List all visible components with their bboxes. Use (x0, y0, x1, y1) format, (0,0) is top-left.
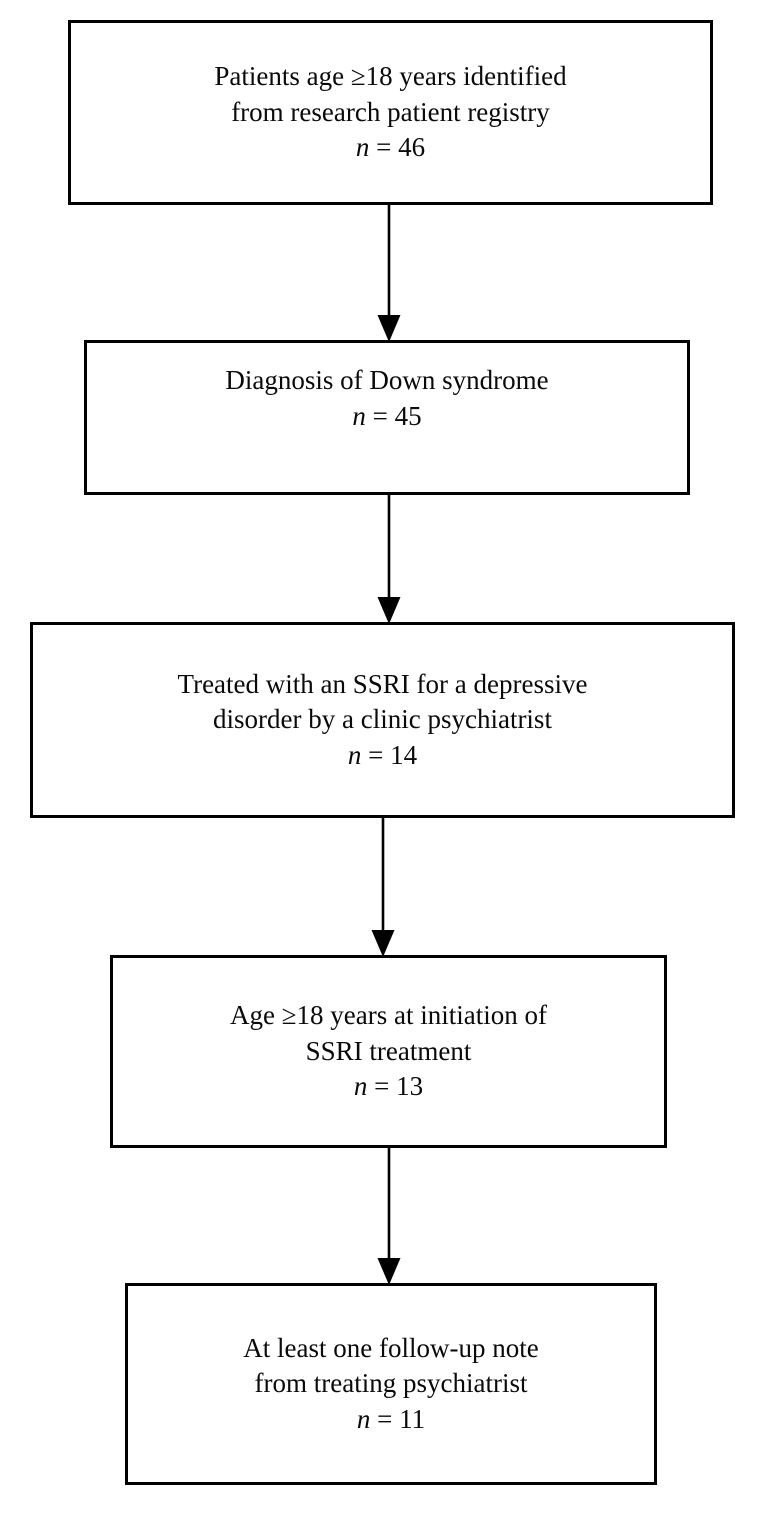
node-3-n-equals: = (361, 739, 391, 770)
node-2-n-symbol: n (352, 400, 366, 431)
node-4-count: n = 13 (354, 1069, 423, 1105)
node-4-n-symbol: n (353, 1071, 368, 1102)
node-5-n-symbol: n (356, 1403, 371, 1434)
node-4-line-2: SSRI treatment (305, 1035, 472, 1066)
node-2-line-1: Diagnosis of Down syndrome (225, 365, 549, 395)
node-3-count: n = 14 (348, 738, 417, 774)
node-2-n-equals: = (365, 400, 395, 431)
node-4-n-equals: = (367, 1071, 397, 1102)
node-5-count: n = 11 (357, 1402, 425, 1438)
node-1-count: n = 46 (356, 130, 425, 166)
node-5-n-equals: = (370, 1403, 400, 1434)
flow-node-treated-with-ssri: Treated with an SSRI for a depressive di… (30, 622, 735, 818)
arrow-node3-to-node4 (370, 818, 396, 957)
node-1-n-value: 46 (398, 132, 426, 163)
flow-node-follow-up-note: At least one follow-up note from treatin… (125, 1283, 657, 1485)
node-2-n-value: 45 (394, 400, 422, 431)
node-4-line-1: Age ≥18 years at initiation of (230, 1000, 547, 1031)
node-3-line-2: disorder by a clinic psychiatrist (213, 704, 552, 735)
node-3-n-value: 14 (390, 739, 418, 770)
node-4-n-value: 13 (396, 1071, 424, 1102)
node-1-line-1: Patients age ≥18 years identified (214, 61, 567, 92)
flow-node-patients-identified: Patients age ≥18 years identified from r… (68, 20, 713, 205)
node-5-line-2: from treating psychiatrist (254, 1368, 528, 1399)
node-5-n-value: 11 (399, 1403, 426, 1434)
node-5-line-1: At least one follow-up note (243, 1332, 539, 1363)
node-1-line-2: from research patient registry (231, 96, 550, 127)
flow-node-diagnosis-down-syndrome: Diagnosis of Down syndrome n = 45 (84, 340, 690, 495)
flow-node-age-at-initiation: Age ≥18 years at initiation of SSRI trea… (110, 955, 667, 1148)
arrow-node2-to-node3 (376, 495, 402, 624)
node-3-n-symbol: n (347, 739, 362, 770)
node-3-line-1: Treated with an SSRI for a depressive (177, 668, 588, 699)
arrow-node4-to-node5 (376, 1148, 402, 1285)
node-2-count: n = 45 (352, 399, 421, 435)
node-1-n-equals: = (369, 132, 399, 163)
arrow-node1-to-node2 (376, 205, 402, 342)
node-1-n-symbol: n (355, 132, 370, 163)
